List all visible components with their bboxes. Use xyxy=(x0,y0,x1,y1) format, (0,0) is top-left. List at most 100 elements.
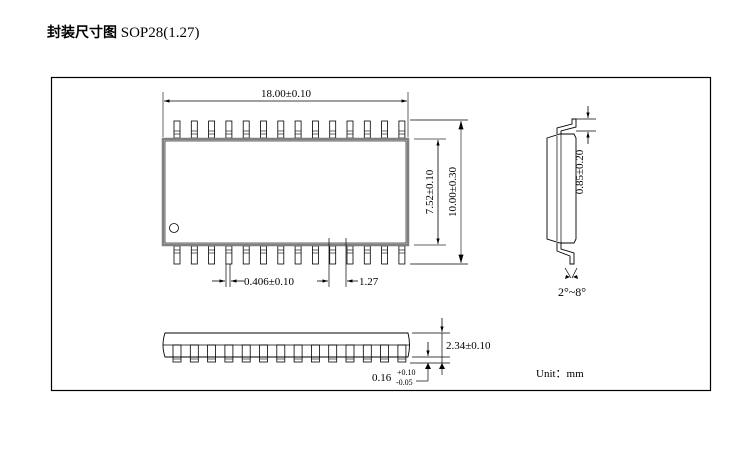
bottom-pin-outline xyxy=(260,245,267,265)
front-pin-outline xyxy=(276,344,286,363)
angle-line-right xyxy=(571,267,578,279)
bottom-pin xyxy=(346,245,354,265)
height-arrow-bottom xyxy=(439,363,445,369)
top-pin-outline xyxy=(225,120,233,139)
top-pin xyxy=(277,120,285,139)
front-pin-outline xyxy=(224,344,234,363)
bottom-pin-outline xyxy=(225,245,233,265)
page-title: 封装尺寸图 SOP28(1.27) xyxy=(47,22,200,42)
front-pin-outline xyxy=(345,344,355,363)
top-pin xyxy=(329,120,337,139)
pin-width-label: 0.406±0.10 xyxy=(244,276,295,288)
top-pin-outline xyxy=(294,120,302,139)
top-pin-outline xyxy=(381,120,389,139)
total-width-label: 10.00±0.30 xyxy=(447,166,459,217)
top-pin xyxy=(346,120,354,139)
front-pin-row xyxy=(172,344,407,363)
chip-body-inner xyxy=(164,140,407,244)
front-pin xyxy=(328,344,338,363)
bottom-pin-outline xyxy=(329,245,337,265)
side-lead-top xyxy=(556,118,577,134)
top-pin xyxy=(294,120,302,139)
bottom-pin xyxy=(260,245,267,265)
side-body xyxy=(546,133,577,244)
bottom-pin xyxy=(208,245,216,265)
pitch-label: 1.27 xyxy=(359,276,379,288)
side-view: 0.85±0.20 2°~8° xyxy=(546,106,596,299)
top-pin xyxy=(173,120,181,139)
bottom-pin xyxy=(381,245,389,265)
front-pin-outline xyxy=(172,344,182,363)
top-pin xyxy=(190,120,198,139)
standoff-tol-minus: -0.05 xyxy=(396,378,413,387)
front-pin xyxy=(172,344,182,363)
lead-angle-label: 2°~8° xyxy=(558,285,586,299)
bottom-pin-outline xyxy=(311,245,319,265)
drawing-frame xyxy=(50,76,712,392)
bottom-pin-outline xyxy=(173,245,181,265)
bottom-pin xyxy=(329,245,337,265)
side-lead-bottom xyxy=(556,243,575,265)
bottom-pin-outline xyxy=(277,245,285,265)
standoff-base-label: 0.16 xyxy=(372,372,392,384)
front-pin-outline xyxy=(259,344,268,363)
pin1-marker xyxy=(169,223,179,233)
lead-thickness-label: 0.85±0.20 xyxy=(574,149,586,194)
front-pin-outline xyxy=(380,344,390,363)
top-pin-outline xyxy=(208,120,216,139)
front-pin-outline xyxy=(189,344,199,363)
bottom-pin xyxy=(363,245,371,265)
angle-arrow-right xyxy=(573,275,578,279)
front-pin-outline xyxy=(241,344,251,363)
front-pin xyxy=(224,344,234,363)
top-pin xyxy=(260,120,267,139)
top-pin xyxy=(363,120,371,139)
top-pin-outline xyxy=(398,120,406,139)
bottom-pin xyxy=(225,245,233,265)
top-pin-row xyxy=(173,120,406,139)
front-pin xyxy=(310,344,320,363)
bottom-pin-outline xyxy=(190,245,198,265)
top-pin-outline xyxy=(346,120,354,139)
front-pin xyxy=(397,344,407,363)
bottom-pin-outline xyxy=(398,245,406,265)
front-pin-outline xyxy=(397,344,407,363)
angle-arrow-left xyxy=(565,275,570,279)
front-pin-outline xyxy=(207,344,217,363)
front-pin-outline xyxy=(328,344,338,363)
top-pin-outline xyxy=(190,120,198,139)
top-pin xyxy=(381,120,389,139)
front-pin xyxy=(207,344,217,363)
standoff-tol-plus: +0.10 xyxy=(397,368,416,377)
top-pin-outline xyxy=(173,120,181,139)
length-label: 18.00±0.10 xyxy=(261,88,312,100)
bottom-pin-outline xyxy=(381,245,389,265)
body-width-label: 7.52±0.10 xyxy=(424,169,436,214)
top-pin xyxy=(242,120,250,139)
title-label: 封装尺寸图 xyxy=(47,25,117,41)
chip-body xyxy=(161,137,410,247)
top-pin xyxy=(208,120,216,139)
top-pin-outline xyxy=(311,120,319,139)
front-pin xyxy=(276,344,286,363)
bottom-pin xyxy=(173,245,181,265)
bottom-pin-outline xyxy=(363,245,371,265)
bottom-pin xyxy=(398,245,406,265)
top-pin-outline xyxy=(260,120,267,139)
top-view: 18.00±0.10 7.52±0.10 10.00±0.30 0.406±0.… xyxy=(161,88,468,288)
front-pin-outline xyxy=(310,344,320,363)
bottom-pin-outline xyxy=(208,245,216,265)
bottom-pin xyxy=(277,245,285,265)
top-pin-outline xyxy=(242,120,250,139)
bottom-pin-row xyxy=(173,245,406,265)
front-body xyxy=(162,332,410,358)
top-pin-outline xyxy=(363,120,371,139)
bottom-pin xyxy=(294,245,302,265)
front-view: 2.34±0.10 0.16 +0.10 -0.05 xyxy=(162,318,491,387)
front-pin xyxy=(345,344,355,363)
angle-line-left xyxy=(564,267,572,279)
top-pin xyxy=(225,120,233,139)
bottom-pin xyxy=(311,245,319,265)
top-pin xyxy=(398,120,406,139)
